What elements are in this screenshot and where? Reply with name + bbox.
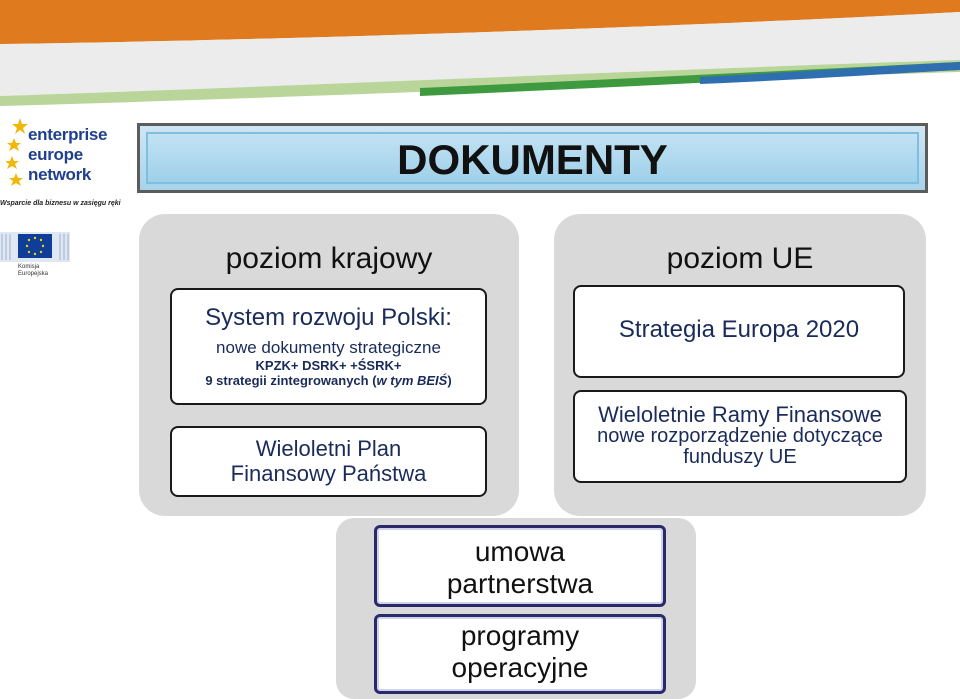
system-line-3-prefix: 9 strategii zintegrowanych ( <box>205 373 377 388</box>
system-line-3-suffix: ) <box>447 373 452 388</box>
strategy-label: Strategia Europa 2020 <box>618 316 860 343</box>
national-level-panel: poziom krajowy System rozwoju Polski: no… <box>139 214 519 516</box>
logo-tagline: Wsparcie dla biznesu w zasięgu ręki <box>0 200 121 207</box>
plan-line-2: Finansowy Państwa <box>230 461 427 486</box>
system-title: System rozwoju Polski: <box>205 304 452 331</box>
eu-heading: poziom UE <box>666 242 814 275</box>
page-title: DOKUMENTY <box>397 136 668 183</box>
agreement-line-1: umowa <box>474 536 566 567</box>
system-line-3-italic: w tym BEIŚ <box>376 373 448 388</box>
mff-line-1: Wieloletnie Ramy Finansowe <box>598 402 882 427</box>
eu-level-panel: poziom UE Strategia Europa 2020 Wielolet… <box>554 214 926 516</box>
system-line-1: nowe dokumenty strategiczne <box>216 338 441 357</box>
title-bar: DOKUMENTY <box>137 123 928 193</box>
system-line-2: KPZK+ DSRK+ +ŚSRK+ <box>255 358 402 373</box>
logo-line-1: enterprise <box>28 125 108 144</box>
mff-line-2: nowe rozporządzenie dotyczące <box>597 425 883 447</box>
multiannual-plan-box: Wieloletni Plan Finansowy Państwa <box>170 426 487 497</box>
mff-line-3: funduszy UE <box>683 446 797 468</box>
partnership-agreement-box: umowa partnerstwa <box>374 525 666 607</box>
agreement-line-2: partnerstwa <box>446 568 594 599</box>
national-heading: poziom krajowy <box>225 242 433 275</box>
eu-stars-icon <box>6 118 28 186</box>
logo-line-3: network <box>28 165 92 184</box>
mff-box: Wieloletnie Ramy Finansowe nowe rozporzą… <box>573 390 907 483</box>
development-system-box: System rozwoju Polski: nowe dokumenty st… <box>170 288 487 405</box>
title-inner <box>146 132 919 184</box>
operational-programs-box: programy operacyjne <box>374 614 666 694</box>
logo-line-2: europe <box>28 145 83 164</box>
eu-label-line-2: Europejska <box>18 271 49 277</box>
system-line-3: 9 strategii zintegrowanych (w tym BEIŚ) <box>172 373 485 388</box>
header-decoration <box>0 0 960 106</box>
plan-line-1: Wieloletni Plan <box>255 436 402 461</box>
eu-label-line-1: Komisja <box>18 264 40 270</box>
programs-line-1: programy <box>460 620 580 651</box>
implementation-panel: umowa partnerstwa programy operacyjne <box>336 518 696 699</box>
europe-2020-strategy-box: Strategia Europa 2020 <box>573 285 905 378</box>
eu-building-icon <box>0 232 70 262</box>
programs-line-2: operacyjne <box>451 652 589 683</box>
